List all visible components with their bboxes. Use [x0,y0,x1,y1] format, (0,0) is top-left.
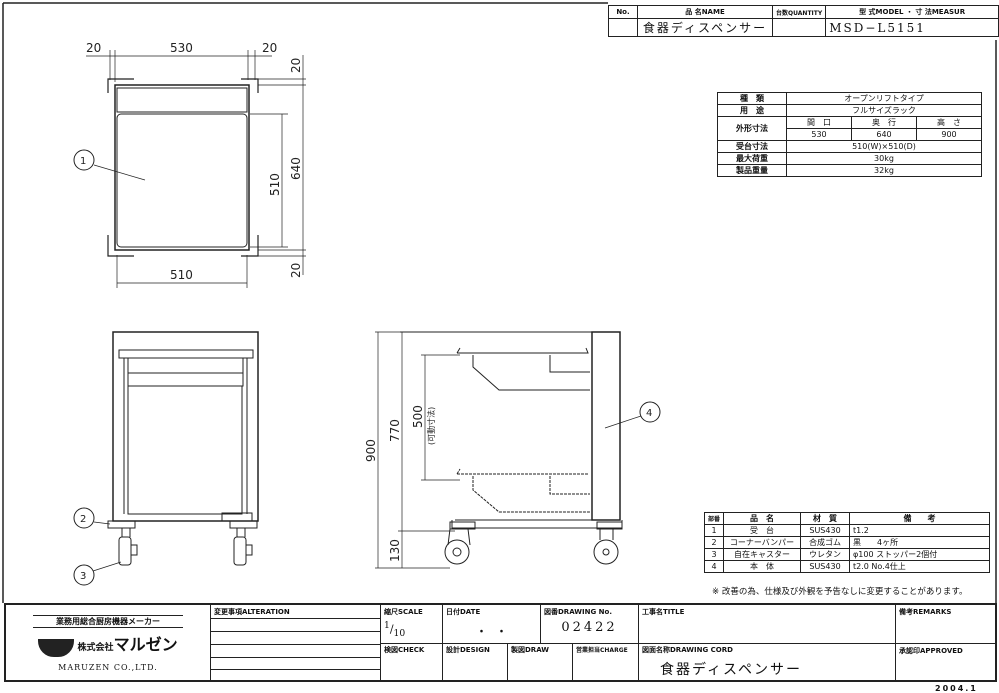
revision-date: 2004.1 [935,684,978,693]
scale-denominator: 10 [393,627,406,639]
alteration-label: 変更事項ALTERATION [210,605,380,680]
scale-label: 縮尺SCALE [384,608,423,616]
date-value: ・ ・ [476,627,507,638]
callout-1-circle [73,149,95,171]
height-label: 高 さ [916,116,982,129]
depth-label: 奥 行 [851,116,917,129]
part-remarks: t2.0 No.4仕上 [849,560,990,573]
part-name: 受 台 [723,524,802,537]
height-value: 900 [916,128,982,141]
quantity-label: 台数QUANTITY [771,5,827,19]
callout-1: 1 [80,156,86,167]
draw-label: 製図DRAW [507,643,572,680]
dim-lift-note: (可動寸法) [426,407,436,445]
type-label: 種 類 [717,92,787,105]
model-value: MSD−L5151 [825,18,999,37]
dim-right-bottom: 20 [289,263,303,278]
product-name: 食器ディスペンサー [637,18,773,37]
maxload-label: 最大荷重 [717,152,787,165]
part-name: 自在キャスター [723,548,802,561]
company-en: MARUZEN CO.,LTD. [58,662,158,672]
design-label: 設計DESIGN [442,643,507,680]
part-no: 4 [703,560,725,573]
parts-header-no: 部番 [703,512,725,525]
part-material: SUS430 [800,560,851,573]
parts-header-material: 材 質 [800,512,851,525]
outer-label: 外形寸法 [717,116,787,141]
company-prefix: 株式会社 [77,643,114,653]
side-view: 900 770 500 (可動寸法) 130 4 [364,331,661,569]
dim-top-left: 20 [86,41,101,55]
company-brand: マルゼン [113,635,178,654]
scale-numerator: 1 [384,620,390,631]
front-view: 2 3 [73,331,259,586]
dim-caster-height: 130 [388,539,402,562]
drawing-cord: 食器ディスペンサー [660,662,803,678]
dim-tray-depth: 510 [268,173,282,196]
remarks-label: 備考REMARKS [895,605,995,643]
part-remarks: 黒 4ヶ所 [849,536,990,549]
date-label: 日付DATE [446,608,481,616]
tray-label: 受台寸法 [717,140,787,153]
dim-inner-height: 770 [388,419,402,442]
callout-4: 4 [646,408,652,419]
part-material: ウレタン [800,548,851,561]
part-name: コーナーバンパー [723,536,802,549]
dim-height: 900 [364,439,378,462]
company-logo-icon [38,638,75,657]
company-logo-area: 業務用総合厨房機器メーカー 株式会社マルゼン MARUZEN CO.,LTD. [6,605,210,680]
dim-depth: 640 [289,157,303,180]
dim-tray-width: 510 [170,268,193,282]
dim-top-width: 530 [170,41,193,55]
part-no: 3 [703,548,725,561]
parts-header-name: 品 名 [723,512,802,525]
no-label: No. [608,5,638,19]
part-remarks: φ100 ストッパー2個付 [849,548,990,561]
width-value: 530 [786,128,852,141]
change-notice: ※ 改善の為、仕様及び外観を予告なしに変更することがあります。 [712,587,968,597]
approved-label: 承認印APPROVED [895,643,995,680]
drawing-no-label: 図番DRAWING No. [544,608,612,616]
type-value: オープンリフトタイプ [786,92,982,105]
part-remarks: t1.2 [849,524,990,537]
drawing-cord-label: 図面名称DRAWING CORD [642,646,733,654]
title-label: 工事名TITLE [638,605,895,643]
tray-value: 510(W)×510(D) [786,140,982,153]
part-material: 合成ゴム [800,536,851,549]
width-label: 間 口 [786,116,852,129]
part-no: 1 [703,524,725,537]
use-value: フルサイズラック [786,104,982,117]
title-block: 業務用総合厨房機器メーカー 株式会社マルゼン MARUZEN CO.,LTD. … [4,603,997,682]
product-header-table: No. 品 名NAME 台数QUANTITY 型 式MODEL ・ 寸 法MEA… [608,5,999,37]
weight-value: 32kg [786,164,982,177]
maker-tagline: 業務用総合厨房機器メーカー [33,615,183,628]
spec-table: 種 類オープンリフトタイプ 用 途フルサイズラック 外形寸法 間 口 奥 行 高… [717,92,982,177]
callout-2: 2 [80,514,86,525]
dim-lift-range: 500 [411,405,425,428]
dim-right-top: 20 [289,58,303,73]
depth-value: 640 [851,128,917,141]
callout-3: 3 [80,571,86,582]
dim-top-right: 20 [262,41,277,55]
check-label: 検図CHECK [380,643,442,680]
weight-label: 製品重量 [717,164,787,177]
parts-header-remarks: 備 考 [849,512,990,525]
name-label: 品 名NAME [637,5,773,19]
use-label: 用 途 [717,104,787,117]
part-no: 2 [703,536,725,549]
drawing-no: 02422 [561,620,618,635]
part-material: SUS430 [800,524,851,537]
part-name: 本 体 [723,560,802,573]
plan-view: 20 530 20 510 20 640 510 20 1 [73,41,306,288]
model-label: 型 式MODEL ・ 寸 法MEASUR [825,5,999,19]
maxload-value: 30kg [786,152,982,165]
charge-label: 営業担当CHARGE [572,643,638,680]
